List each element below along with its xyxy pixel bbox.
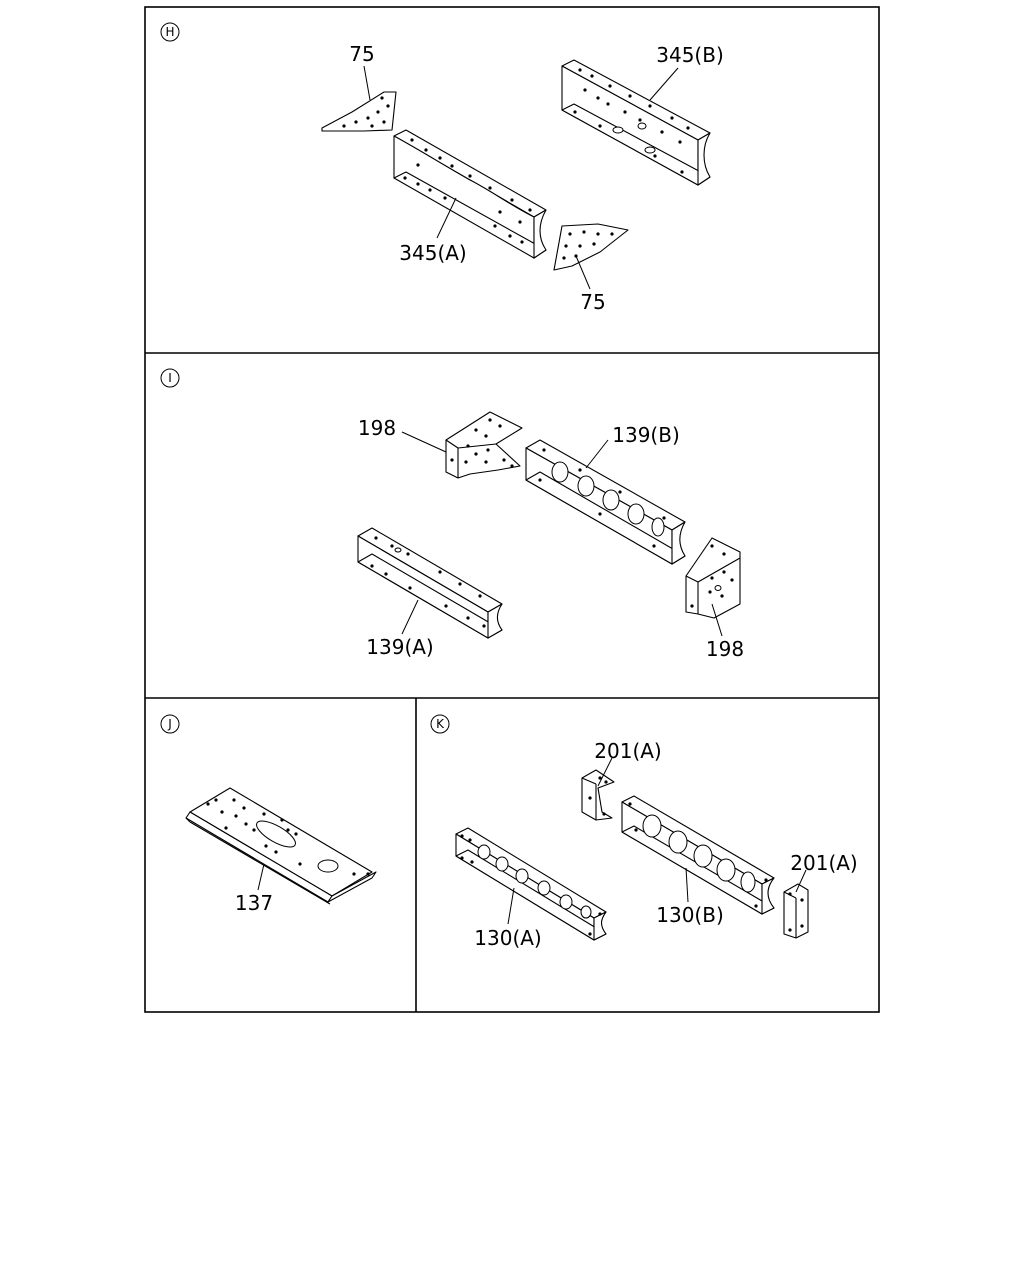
label-198-upper: 198 bbox=[358, 416, 396, 440]
section-k: K bbox=[430, 714, 858, 950]
label-75-upper: 75 bbox=[349, 42, 374, 66]
label-201a-upper: 201(A) bbox=[594, 739, 661, 763]
bracket-198-upper bbox=[445, 411, 523, 479]
diagram-frame bbox=[144, 6, 880, 1013]
gusset-plate-75-upper bbox=[321, 91, 397, 132]
section-h-marker: H bbox=[160, 22, 180, 42]
crossmember-139b bbox=[525, 439, 686, 565]
svg-text:I: I bbox=[168, 371, 172, 385]
label-345b: 345(B) bbox=[656, 43, 724, 67]
svg-text:J: J bbox=[167, 717, 172, 731]
crossmember-345b bbox=[561, 59, 711, 186]
label-130b: 130(B) bbox=[656, 903, 724, 927]
label-139a: 139(A) bbox=[366, 635, 433, 659]
section-h: H bbox=[160, 22, 724, 314]
label-137: 137 bbox=[235, 891, 273, 915]
bracket-198-lower bbox=[685, 537, 741, 619]
bracket-201a-upper bbox=[581, 769, 615, 821]
svg-text:H: H bbox=[165, 25, 174, 39]
label-201a-lower: 201(A) bbox=[790, 851, 857, 875]
label-139b: 139(B) bbox=[612, 423, 680, 447]
svg-text:K: K bbox=[436, 717, 445, 731]
crossmember-139a bbox=[357, 527, 503, 639]
label-345a: 345(A) bbox=[399, 241, 466, 265]
label-130a: 130(A) bbox=[474, 926, 541, 950]
section-k-marker: K bbox=[430, 714, 450, 734]
crossmember-345a bbox=[393, 129, 547, 259]
label-198-lower: 198 bbox=[706, 637, 744, 661]
crossmember-137 bbox=[185, 787, 377, 905]
crossmember-130a bbox=[455, 827, 607, 941]
gusset-plate-75-lower bbox=[553, 223, 629, 271]
section-i: I bbox=[160, 368, 744, 661]
section-j: J 137 bbox=[160, 714, 377, 915]
crossmember-130b bbox=[621, 795, 775, 915]
section-i-marker: I bbox=[160, 368, 180, 388]
bracket-201a-lower bbox=[783, 883, 809, 939]
section-j-marker: J bbox=[160, 714, 180, 734]
label-75-lower: 75 bbox=[580, 290, 605, 314]
